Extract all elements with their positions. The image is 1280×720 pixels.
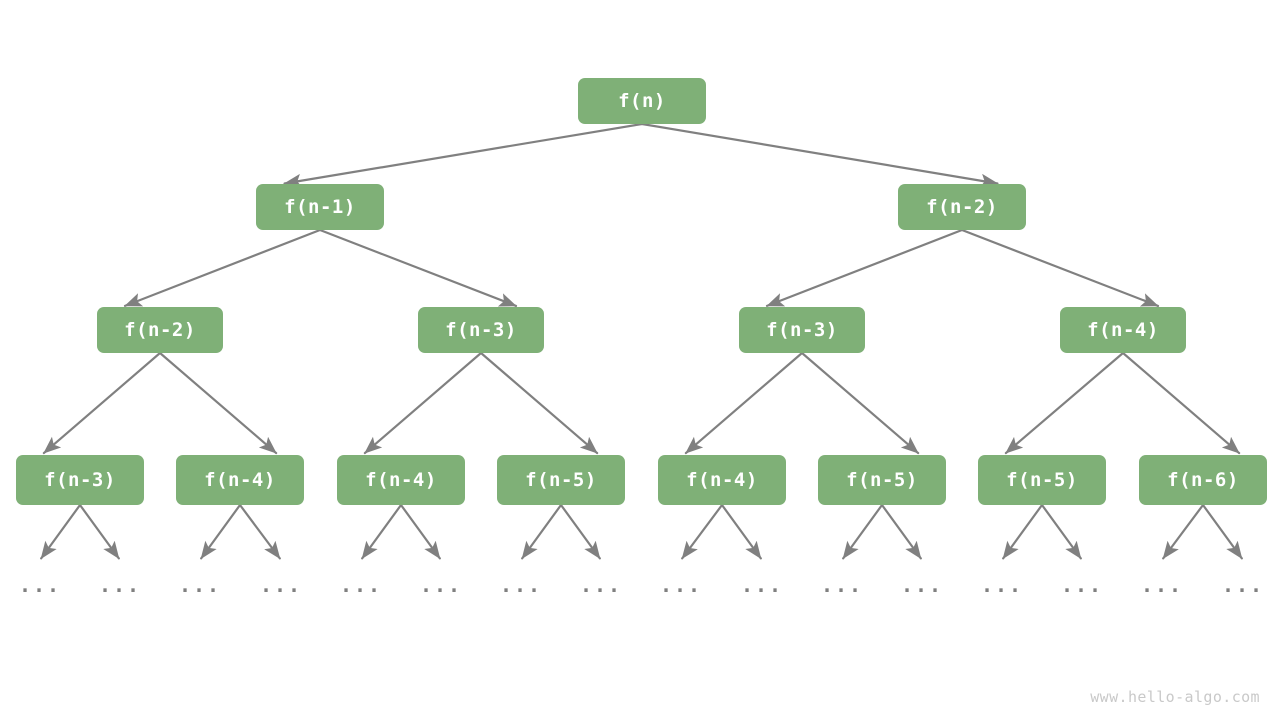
tree-node-n11: f(n-4): [658, 455, 786, 505]
edge-n1-to-n4: [318, 228, 518, 308]
leaf-edges: [40, 503, 1243, 560]
ellipsis-label: ...: [1140, 573, 1184, 597]
ellipsis-label: ...: [1060, 573, 1104, 597]
tree-node-n13: f(n-5): [978, 455, 1106, 505]
leaf-edge-n13-left: [1002, 503, 1044, 560]
tree-node-n9: f(n-4): [337, 455, 465, 505]
edge-n2-to-n5: [765, 228, 964, 308]
leaf-edge-n10-left: [521, 503, 563, 560]
leaf-edge-n11-right: [720, 503, 762, 560]
tree-node-n10: f(n-5): [497, 455, 625, 505]
leaf-edge-n10-right: [559, 503, 601, 560]
leaf-edge-n12-right: [880, 503, 922, 560]
edge-n1-to-n3: [123, 228, 322, 308]
ellipsis-label: ...: [98, 573, 142, 597]
edge-n6-to-n14: [1121, 351, 1241, 455]
edge-n4-to-n10: [479, 351, 599, 455]
edge-n6-to-n13: [1004, 351, 1125, 455]
tree-node-n0: f(n): [578, 78, 706, 124]
edge-n3-to-n7: [42, 351, 162, 455]
leaf-edge-n14-right: [1201, 503, 1243, 560]
edge-n5-to-n12: [800, 351, 920, 455]
ellipsis-label: ...: [980, 573, 1024, 597]
leaf-edge-n7-left: [40, 503, 82, 560]
tree-node-n6: f(n-4): [1060, 307, 1186, 353]
tree-node-n7: f(n-3): [16, 455, 144, 505]
leaf-edge-n12-left: [842, 503, 884, 560]
edge-n3-to-n8: [158, 351, 278, 455]
ellipsis-label: ...: [820, 573, 864, 597]
tree-node-n4: f(n-3): [418, 307, 544, 353]
ellipsis-label: ...: [1221, 573, 1265, 597]
ellipsis-label: ...: [419, 573, 463, 597]
leaf-edge-n8-left: [200, 503, 242, 560]
tree-node-n5: f(n-3): [739, 307, 865, 353]
edge-n5-to-n11: [684, 351, 804, 455]
tree-edges: [42, 122, 1241, 455]
watermark: www.hello-algo.com: [1090, 688, 1260, 706]
ellipsis-label: ...: [339, 573, 383, 597]
leaf-edge-n9-right: [399, 503, 441, 560]
ellipsis-label: ...: [178, 573, 222, 597]
tree-node-n2: f(n-2): [898, 184, 1026, 230]
ellipsis-label: ...: [900, 573, 944, 597]
tree-node-n1: f(n-1): [256, 184, 384, 230]
edge-n0-to-n2: [640, 122, 999, 188]
leaf-edge-n14-left: [1162, 503, 1205, 560]
edge-n4-to-n9: [363, 351, 483, 455]
edge-n2-to-n6: [960, 228, 1160, 308]
tree-node-n12: f(n-5): [818, 455, 946, 505]
ellipsis-label: ...: [259, 573, 303, 597]
ellipsis-label: ...: [499, 573, 543, 597]
tree-node-n14: f(n-6): [1139, 455, 1267, 505]
leaf-edge-n8-right: [238, 503, 281, 560]
ellipsis-label: ...: [740, 573, 784, 597]
tree-node-n3: f(n-2): [97, 307, 223, 353]
leaf-edge-n11-left: [681, 503, 724, 560]
edge-n0-to-n1: [283, 122, 644, 188]
leaf-edge-n13-right: [1040, 503, 1082, 560]
ellipsis-label: ...: [659, 573, 703, 597]
leaf-edge-n9-left: [361, 503, 403, 560]
ellipsis-label: ...: [18, 573, 62, 597]
leaf-edge-n7-right: [78, 503, 120, 560]
ellipsis-label: ...: [579, 573, 623, 597]
tree-node-n8: f(n-4): [176, 455, 304, 505]
